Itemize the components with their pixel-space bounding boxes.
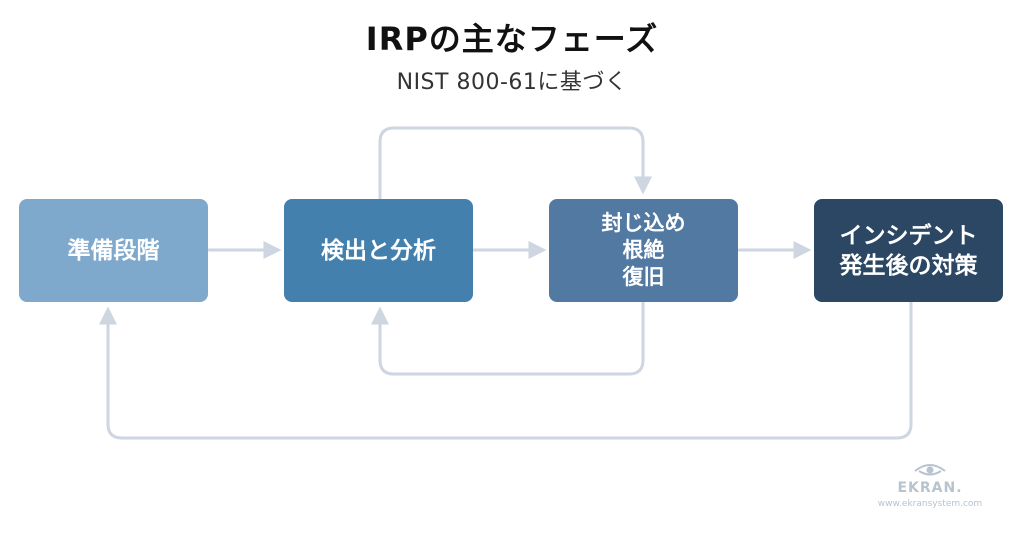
phase-label-line-1: 封じ込め <box>601 211 686 235</box>
logo-brand: EKRAN. <box>897 480 963 496</box>
phase-label: 検出と分析 <box>321 237 436 264</box>
loop-detect-to-contain <box>378 126 652 200</box>
eye-icon <box>914 464 946 476</box>
diagram-subtitle: NIST 800-61に基づく <box>396 70 628 95</box>
loop-post-to-prep <box>99 301 913 440</box>
phase-label-line-2: 発生後の対策 <box>839 252 978 279</box>
ekran-logo: EKRAN. www.ekransystem.com <box>860 462 1000 522</box>
phase-label-line-3: 復旧 <box>622 265 665 289</box>
phase-box-preparation: 準備段階 <box>19 199 208 302</box>
phase-label: 準備段階 <box>67 237 160 264</box>
phase-label-line-1: インシデント <box>839 222 978 249</box>
phase-box-post-incident: インシデント 発生後の対策 <box>814 199 1003 302</box>
loop-contain-to-detect <box>371 301 645 376</box>
phase-box-containment-eradication-recovery: 封じ込め 根絶 復旧 <box>549 199 738 302</box>
phase-box-detection-analysis: 検出と分析 <box>284 199 473 302</box>
phase-label-line-2: 根絶 <box>622 238 665 262</box>
diagram-title: IRPの主なフェーズ <box>365 20 659 58</box>
logo-url: www.ekransystem.com <box>877 499 983 509</box>
